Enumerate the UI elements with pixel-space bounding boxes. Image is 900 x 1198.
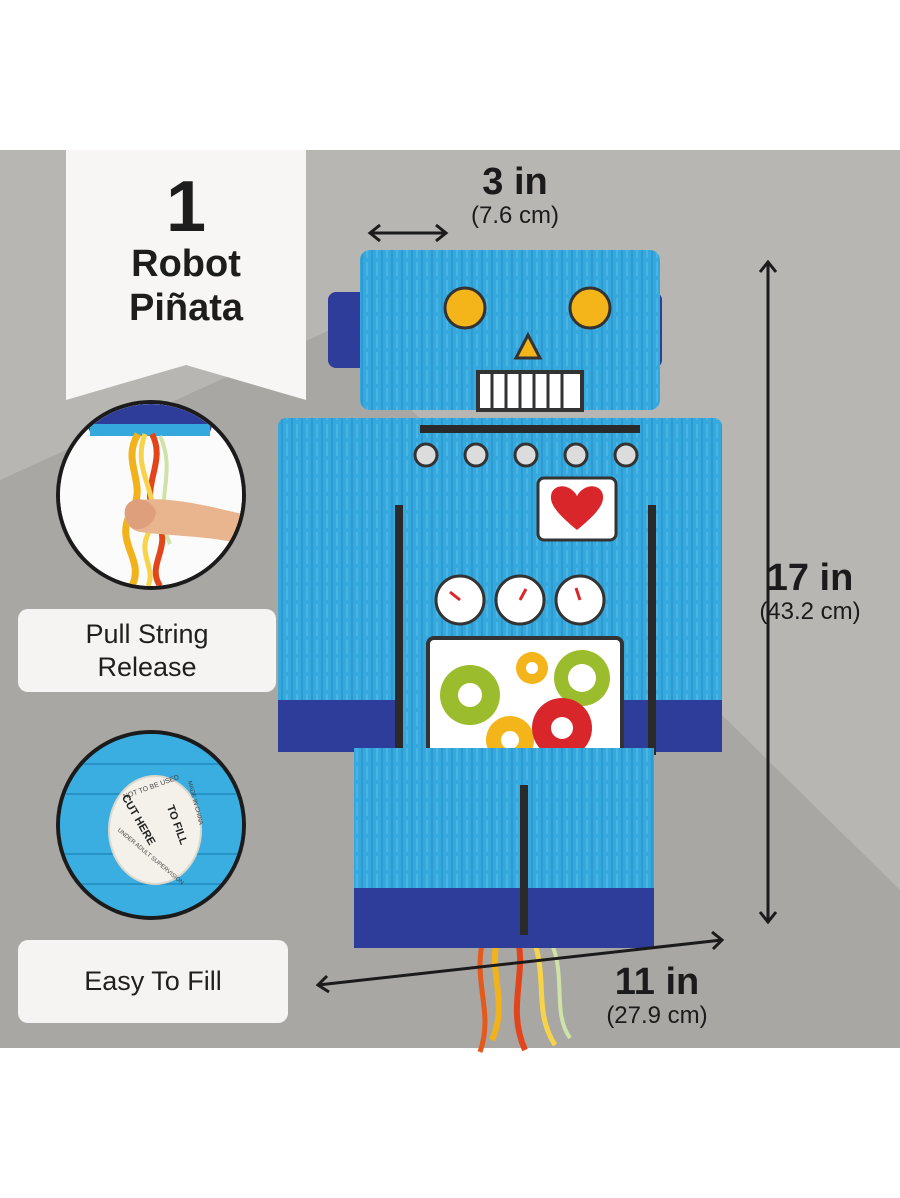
depth-dimension: 3 in (7.6 cm) <box>430 162 600 230</box>
easy-fill-circle: NOT TO BE USED CUT HERE TO FILL MADE IN … <box>56 730 246 920</box>
pull-string-circle <box>56 400 246 590</box>
title-banner <box>66 150 306 400</box>
pull-string-label: Pull String Release <box>18 609 276 692</box>
title-line-1: Robot <box>131 243 241 285</box>
robot-pinata-image <box>278 250 722 1053</box>
width-metric: (27.9 cm) <box>606 1002 708 1029</box>
depth-value: 3 in <box>482 161 548 203</box>
height-metric: (43.2 cm) <box>759 598 861 625</box>
title-line-2: Piñata <box>128 287 244 329</box>
height-value: 17 in <box>766 557 854 599</box>
piece-count: 1 <box>165 167 207 247</box>
title-badge: 1 Robot Piñata <box>66 167 306 330</box>
width-value: 11 in <box>614 961 700 1003</box>
fill-sticker-image <box>60 734 242 916</box>
pull-string-label-line-2: Release <box>97 651 197 682</box>
width-dimension: 11 in (27.9 cm) <box>572 962 742 1030</box>
depth-metric: (7.6 cm) <box>470 202 559 229</box>
pull-string-label-line-1: Pull String <box>85 618 209 649</box>
height-dimension: 17 in (43.2 cm) <box>725 558 895 626</box>
gear-icon <box>440 650 610 764</box>
pull-string-image <box>60 404 242 586</box>
easy-fill-label: Easy To Fill <box>18 940 288 1023</box>
